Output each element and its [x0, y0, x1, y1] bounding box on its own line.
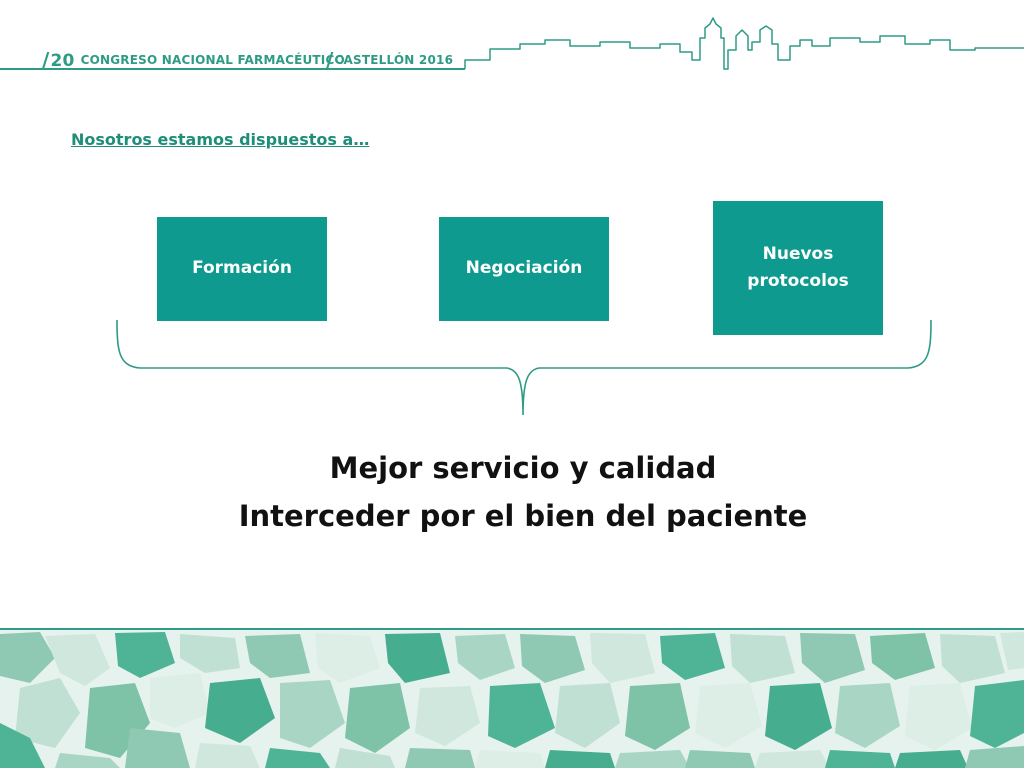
box-nuevos-protocolos-line1: Nuevos — [762, 243, 834, 264]
conclusion: Mejor servicio y calidad Interceder por … — [0, 444, 1024, 540]
mosaic-footer-decoration — [0, 628, 1024, 768]
box-negociacion-label: Negociación — [465, 258, 583, 279]
slide-subtitle: Nosotros estamos dispuestos a… — [71, 130, 370, 149]
box-formacion: Formación — [157, 217, 327, 321]
box-formacion-label: Formación — [192, 258, 292, 279]
box-nuevos-protocolos-line2: protocolos — [747, 271, 849, 291]
edition-slash: / — [42, 48, 50, 72]
box-negociacion: Negociación — [439, 217, 609, 321]
conclusion-line-2: Interceder por el bien del paciente — [238, 499, 808, 533]
skyline-decoration — [0, 17, 1024, 70]
location-label: CASTELLÓN 2016 — [334, 53, 454, 67]
edition-number: 20 — [50, 51, 75, 71]
conclusion-line-1: Mejor servicio y calidad — [329, 451, 717, 485]
grouping-brace — [116, 319, 932, 416]
congress-name: CONGRESO NACIONAL FARMACÉUTICO — [80, 53, 345, 67]
box-nuevos-protocolos: Nuevos protocolos — [713, 201, 883, 335]
location-slash: / — [326, 48, 334, 72]
congress-location: /CASTELLÓN 2016 — [326, 48, 453, 72]
